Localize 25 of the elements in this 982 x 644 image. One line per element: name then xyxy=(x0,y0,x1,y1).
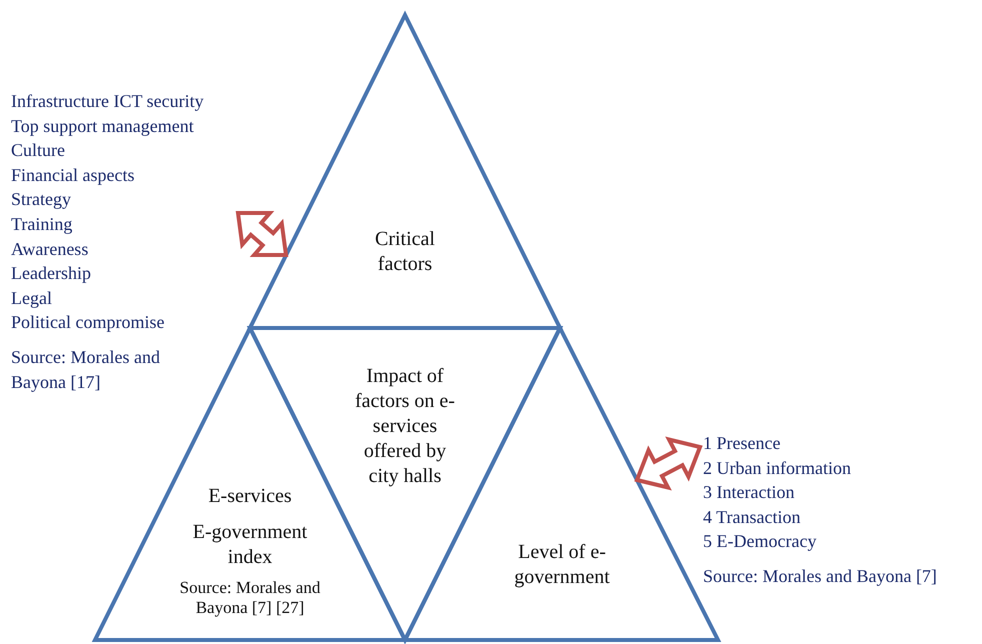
double-arrow xyxy=(634,436,703,490)
list-item: 1 Presence xyxy=(703,432,782,455)
triangle-label: E-services xyxy=(207,484,293,509)
source-note: Source: Morales and Bayona [17] xyxy=(11,346,161,394)
triangle-label: Impact of factors on e-services offered by city halls xyxy=(354,364,456,489)
list-item: 4 Transaction xyxy=(703,506,802,529)
triangle-label: Critical factors xyxy=(374,227,436,277)
list-item: Legal xyxy=(11,286,53,310)
list-item: Training xyxy=(11,212,74,236)
list-item: 3 Interaction xyxy=(703,481,796,504)
list-item: Top support management xyxy=(11,114,195,138)
triangle-label: Level of e-government xyxy=(513,540,611,590)
list-item: Financial aspects xyxy=(11,164,136,187)
list-item: Infrastructure ICT security xyxy=(11,90,205,113)
triangle-label: E-government index xyxy=(192,520,308,570)
list-item: Political compromise xyxy=(11,311,166,334)
list-item: 2 Urban information xyxy=(703,456,852,480)
source-note: Source: Morales and Bayona [7] xyxy=(703,564,938,588)
list-item: Leadership xyxy=(11,262,92,286)
list-item: Culture xyxy=(11,139,66,162)
list-item: Awareness xyxy=(11,238,90,261)
source-note: Source: Morales and Bayona [7] [27] xyxy=(178,578,322,619)
list-item: 5 E-Democracy xyxy=(703,530,818,554)
list-item: Strategy xyxy=(11,188,72,212)
double-arrow xyxy=(236,211,288,257)
